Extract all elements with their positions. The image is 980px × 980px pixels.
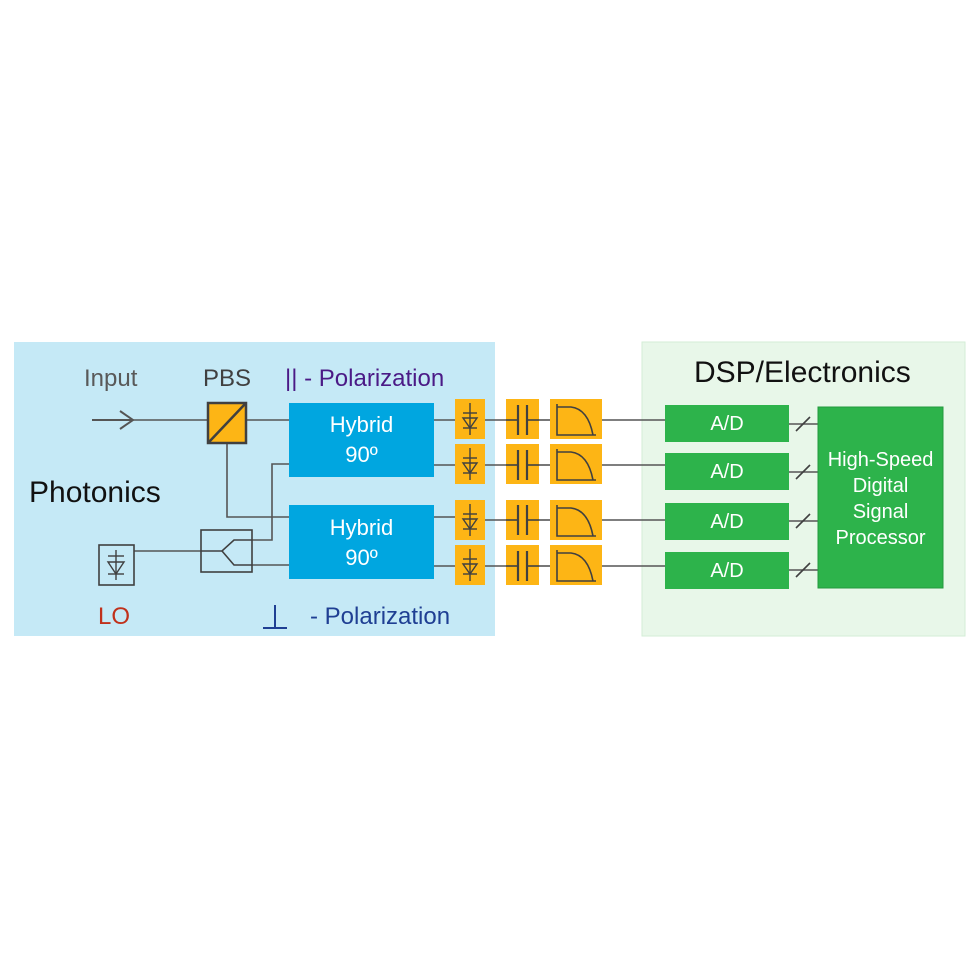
hybrid-angle: 90º [345,442,378,467]
bus-slash-icon [795,416,811,578]
filter-curve-icon [550,444,602,484]
perpendicular-polarization-label: - Polarization [310,603,451,630]
dsp-line: Processor [835,527,926,549]
adc-block [665,503,789,540]
photodiode-icon [455,545,485,585]
adc-label: A/D [710,560,744,582]
dsp-line: Digital [852,475,909,497]
coupler-icon [200,529,253,573]
hybrid-block-top [289,403,434,477]
hybrid-top-label: Hybrid 90º [289,410,434,470]
capacitor-icon [506,399,539,439]
hybrid-angle: 90º [345,545,378,570]
filter-curve-icon [550,500,602,540]
filter-curve-icon [550,399,602,439]
arrow-right-icon [92,410,135,430]
capacitor-icon [506,444,539,484]
wires [92,419,818,571]
adc-block [665,405,789,442]
photodiode-icon [455,399,485,439]
adc-block [665,453,789,490]
parallel-polarization-label: || - Polarization [285,365,445,392]
beam-splitter-icon [206,401,248,445]
pbs-label: PBS [203,365,252,392]
hybrid-name: Hybrid [329,412,394,437]
photonics-region [14,342,495,636]
capacitor-icon [506,500,539,540]
perpendicular-symbol-icon [263,605,287,629]
hybrid-block-bottom [289,505,434,579]
filter-curve-icon [550,545,602,585]
hybrid-bottom-label: Hybrid 90º [289,513,434,573]
adc-label: A/D [710,461,744,483]
input-label: Input [84,365,138,392]
adc-label: A/D [710,413,744,435]
adc-block [665,552,789,589]
dsp-line: Signal [852,501,909,523]
photodiode-icon [455,444,485,484]
dsp-block [817,406,944,589]
lo-label: LO [98,603,131,630]
hybrid-name: Hybrid [329,515,394,540]
laser-diode-icon [98,544,135,586]
dsp-label: High-Speed Digital Signal Processor [818,447,943,551]
dsp-electronics-label: DSP/Electronics [694,356,911,389]
photodiode-icon [455,500,485,540]
capacitor-icon [506,545,539,585]
dsp-line: High-Speed [827,449,934,471]
adc-label: A/D [710,511,744,533]
photonics-label: Photonics [29,476,161,509]
